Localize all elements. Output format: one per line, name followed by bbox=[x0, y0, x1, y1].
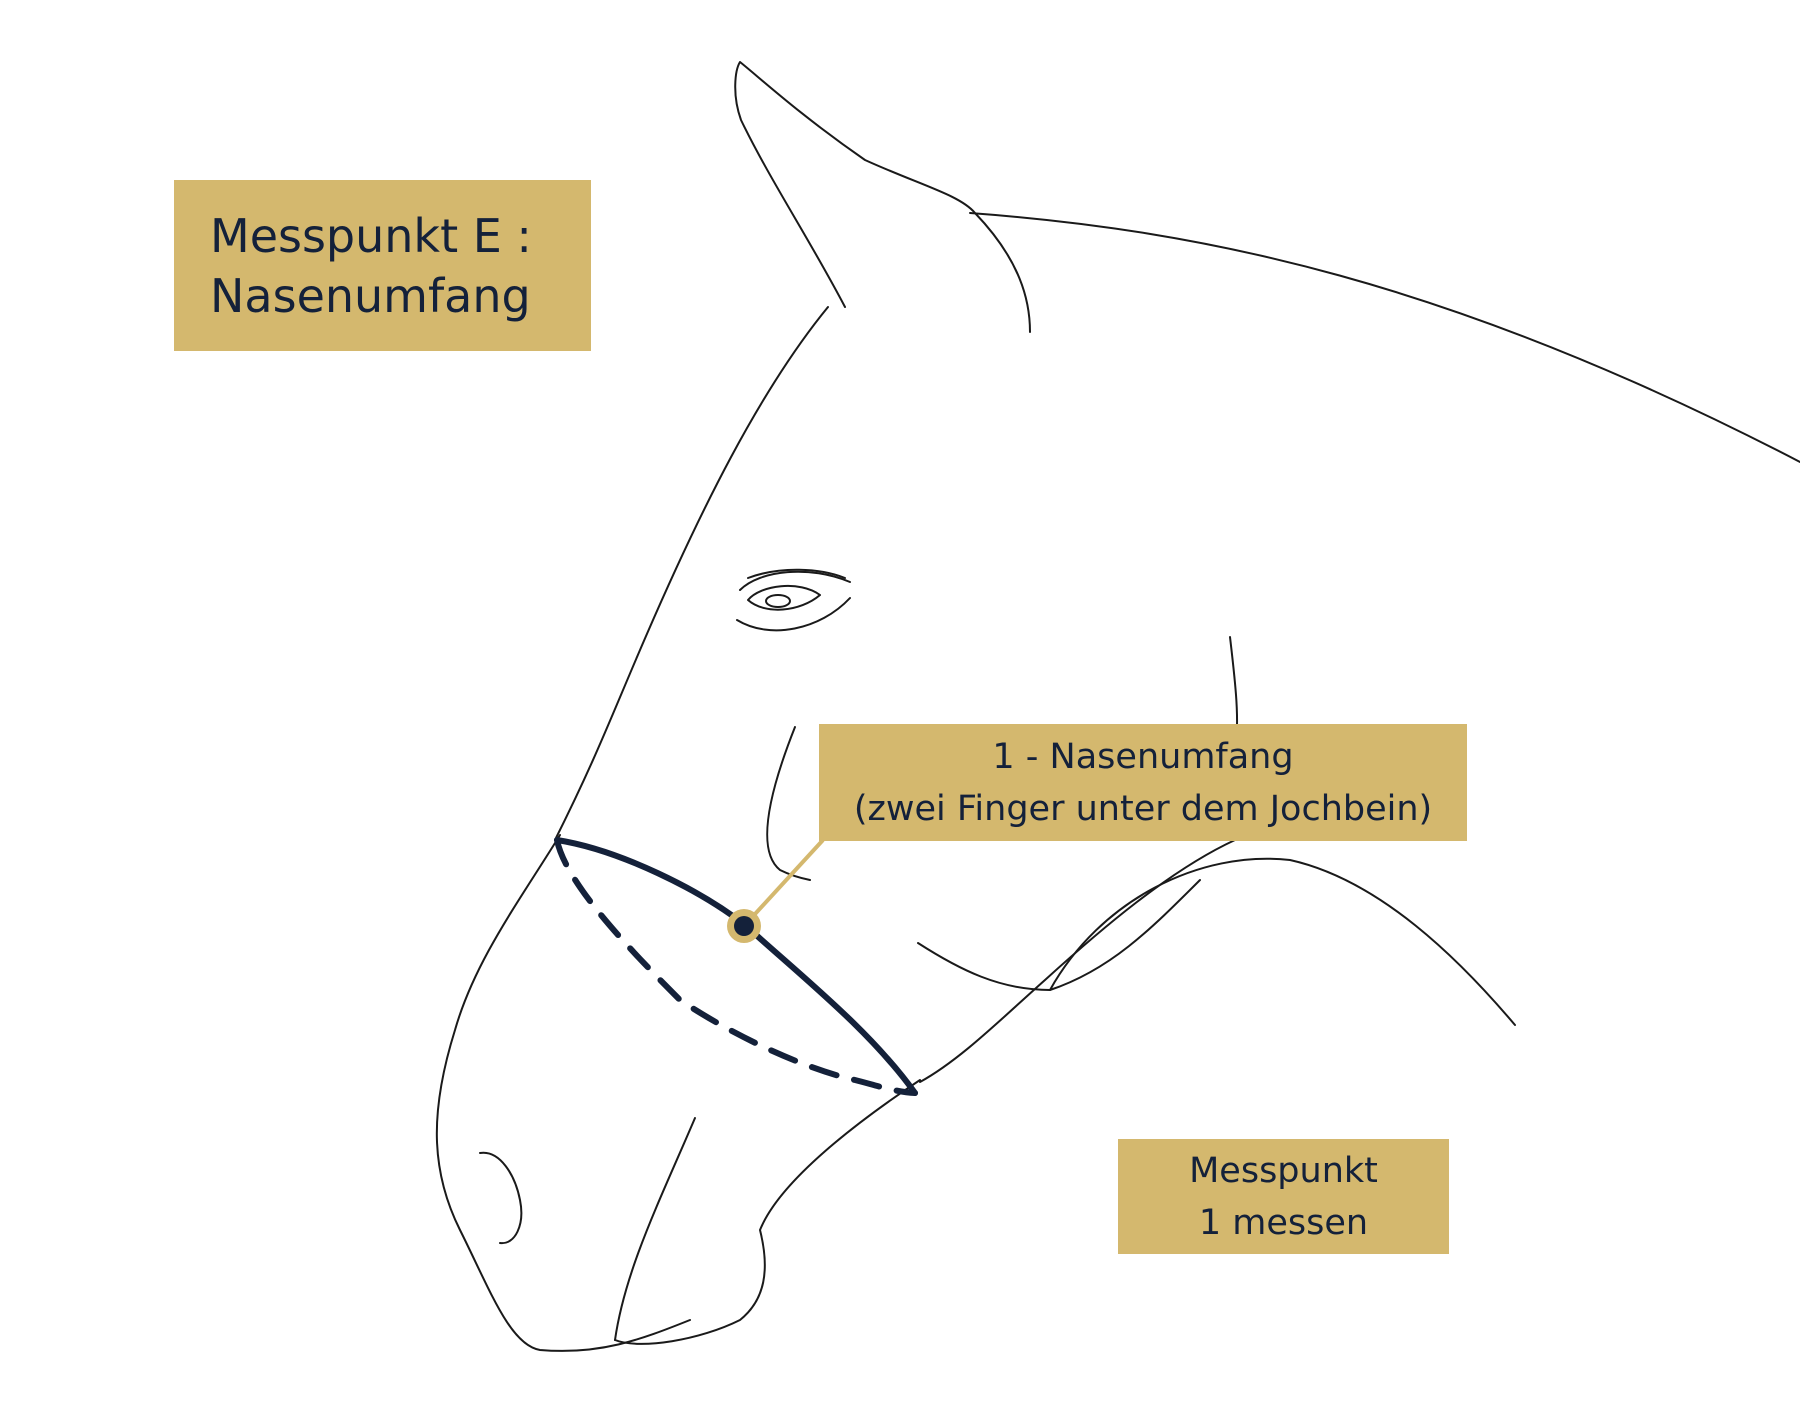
title-line-1: Messpunkt E : bbox=[210, 208, 532, 263]
horse-neck-topline bbox=[969, 212, 1800, 463]
horse-ear-outline bbox=[734, 61, 1031, 333]
horse-muzzle-front bbox=[435, 834, 691, 1352]
measure-action-box: Messpunkt 1 messen bbox=[1118, 1139, 1449, 1254]
horse-nostril bbox=[479, 1151, 523, 1245]
horse-eye-shape bbox=[747, 584, 821, 611]
horse-eye-lid bbox=[747, 568, 846, 579]
horse-forehead-outline bbox=[554, 306, 829, 841]
noseband-front-solid bbox=[554, 837, 918, 1096]
noseband-back-dashed bbox=[554, 837, 918, 1096]
action-line-1: Messpunkt bbox=[1189, 1150, 1378, 1191]
callout-line-1: 1 - Nasenumfang bbox=[992, 736, 1294, 777]
horse-lip-line bbox=[614, 1117, 696, 1341]
action-line-2: 1 messen bbox=[1198, 1202, 1369, 1243]
measurement-callout: 1 - Nasenumfang (zwei Finger unter dem J… bbox=[819, 724, 1467, 841]
title-line-2: Nasenumfang bbox=[210, 268, 531, 323]
title-box: Messpunkt E : Nasenumfang bbox=[174, 180, 591, 351]
horse-eye-upper bbox=[739, 570, 851, 591]
horse-eye-lower bbox=[736, 597, 851, 632]
horse-eye-pupil bbox=[765, 594, 791, 608]
callout-leader-line bbox=[742, 838, 825, 928]
callout-line-2: (zwei Finger unter dem Jochbein) bbox=[853, 788, 1433, 829]
horse-jaw-line bbox=[919, 839, 1236, 1083]
horse-chin-outline bbox=[614, 1079, 921, 1345]
horse-nose-wrinkle bbox=[766, 726, 811, 881]
measurement-point-dot bbox=[734, 916, 754, 936]
horse-throat-line bbox=[1049, 857, 1516, 1026]
